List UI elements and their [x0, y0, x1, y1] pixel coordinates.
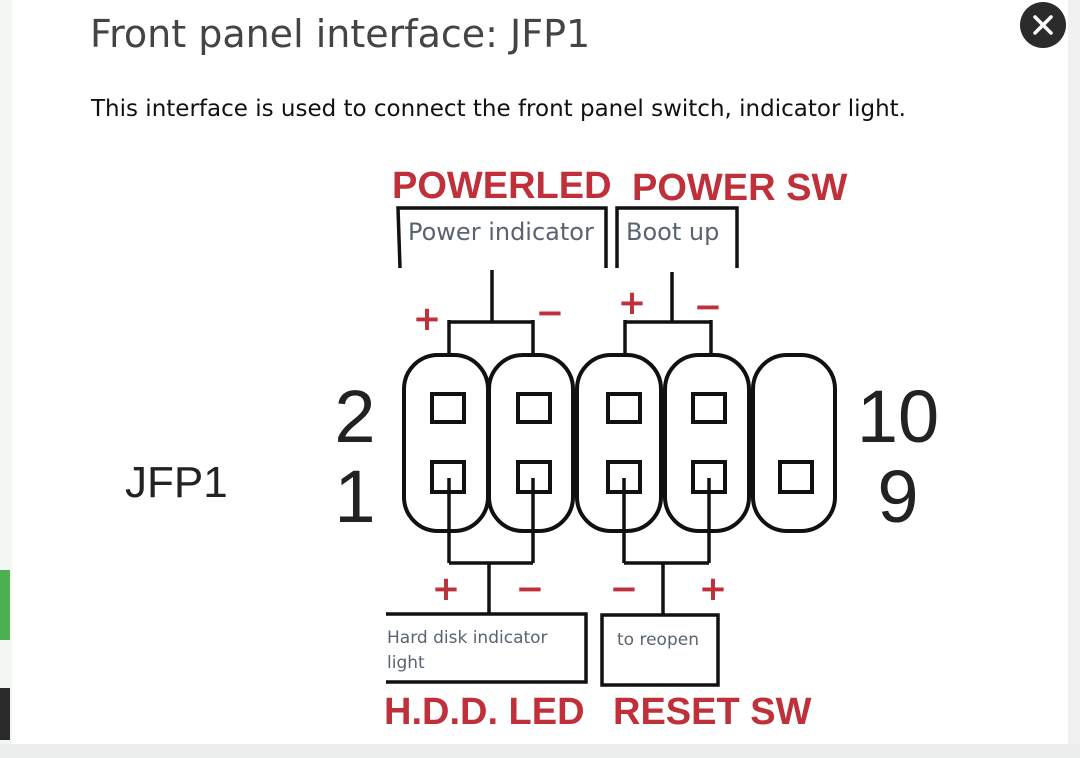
power-indicator-caption: Power indicator — [408, 218, 594, 246]
pins — [430, 392, 814, 494]
close-button[interactable] — [1020, 2, 1066, 48]
pin-columns — [402, 353, 837, 533]
left-edge-green-bar — [0, 570, 10, 640]
power-indicator-box: Power indicator — [396, 206, 608, 269]
right-edge-strip — [1068, 0, 1080, 758]
powerled-title: POWERLED — [392, 165, 612, 207]
to-reopen-caption: to reopen — [617, 630, 699, 650]
hard-disk-caption-line-1: Hard disk indicator — [387, 628, 548, 648]
reset-sw-minus: − — [610, 569, 639, 609]
pin-column-5 — [751, 353, 837, 533]
hdd-led-minus: − — [516, 569, 545, 609]
boot-up-box: Boot up — [615, 206, 739, 268]
hdd-led-plus: + — [432, 569, 461, 609]
power-sw-title: POWER SW — [632, 167, 847, 209]
pin-number-9: 9 — [877, 455, 918, 538]
powerled-plus: + — [413, 299, 442, 339]
power-sw-minus: − — [694, 287, 723, 327]
page-title: Front panel interface: JFP1 — [90, 12, 591, 56]
pin-column-2 — [487, 353, 575, 533]
hard-disk-indicator-box: Hard disk indicator light — [386, 612, 588, 684]
pin-column-1 — [402, 353, 490, 533]
to-reopen-box: to reopen — [600, 613, 720, 687]
pin-4 — [516, 392, 552, 424]
close-icon — [1033, 15, 1053, 35]
pin-2 — [430, 392, 466, 424]
powerled-minus: − — [536, 293, 565, 333]
pin-8 — [691, 392, 727, 424]
hard-disk-indicator-caption: Hard disk indicator light — [387, 628, 553, 673]
pin-6 — [606, 392, 642, 424]
pin-number-10: 10 — [857, 375, 939, 458]
power-sw-plus: + — [618, 283, 647, 323]
left-edge-strip — [0, 0, 12, 758]
pin-number-1: 1 — [334, 455, 375, 538]
connector-label: JFP1 — [125, 458, 228, 507]
reset-sw-plus: + — [699, 569, 728, 609]
hdd-led-title: H.D.D. LED — [384, 691, 585, 733]
hard-disk-caption-line-2: light — [387, 653, 425, 673]
boot-up-caption: Boot up — [626, 218, 719, 246]
top-leader-lines — [447, 270, 713, 402]
bottom-edge-strip — [0, 744, 1080, 758]
left-edge-dark-bar — [0, 688, 10, 740]
pin-9 — [778, 460, 814, 494]
reset-sw-title: RESET SW — [613, 691, 812, 733]
bottom-leader-lines — [447, 478, 711, 614]
pin-column-3 — [575, 353, 663, 533]
pin-number-2: 2 — [334, 375, 375, 458]
page-description: This interface is used to connect the fr… — [91, 96, 906, 122]
pin-column-4 — [663, 353, 751, 533]
